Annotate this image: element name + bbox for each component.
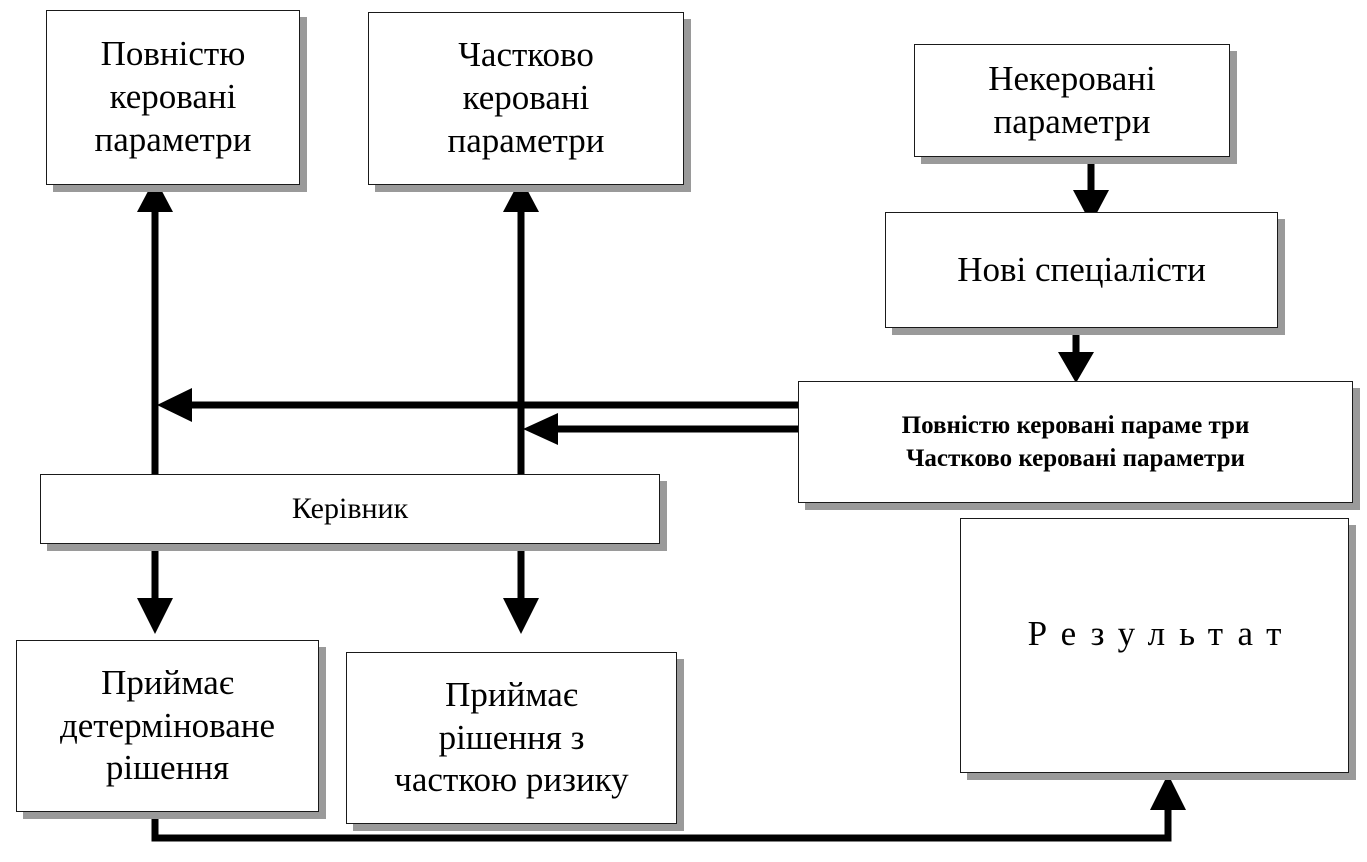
node-risk-decision-label: Приймає рішення з часткою ризику xyxy=(394,674,629,800)
edge-deterministic-result xyxy=(151,808,1172,842)
node-new-specialists: Нові спеціалісти xyxy=(885,212,1278,328)
node-partially-controlled-label: Частково керовані параметри xyxy=(447,35,605,160)
node-uncontrolled-params: Некеровані параметри xyxy=(914,44,1230,157)
node-fully-controlled-label: Повністю керовані параметри xyxy=(94,34,252,159)
node-result-label: Результат xyxy=(1027,614,1296,654)
arrowhead-up-fully-controlled xyxy=(137,178,173,212)
arrowhead-up-result xyxy=(1150,774,1186,810)
arrowhead-left-partially-controlled xyxy=(523,413,558,445)
node-risk-decision: Приймає рішення з часткою ризику xyxy=(346,652,677,824)
node-manager-label: Керівник xyxy=(291,491,409,525)
node-uncontrolled-label: Некеровані параметри xyxy=(988,58,1156,141)
node-combined-params: Повністю керовані параме три Частково ке… xyxy=(798,381,1353,503)
node-fully-controlled-params: Повністю керовані параметри xyxy=(46,10,300,185)
arrowhead-down-risk xyxy=(503,598,539,634)
arrowhead-up-partially-controlled xyxy=(503,178,539,212)
node-partially-controlled-params: Частково керовані параметри xyxy=(368,12,684,185)
arrowhead-down-deterministic xyxy=(137,598,173,634)
node-result: Результат xyxy=(960,518,1349,773)
node-combined-params-label: Повністю керовані параме три Частково ке… xyxy=(901,412,1250,472)
node-new-specialists-label: Нові спеціалісти xyxy=(957,249,1206,289)
node-deterministic-decision-label: Приймає детерміноване рішення xyxy=(59,662,276,788)
node-deterministic-decision: Приймає детерміноване рішення xyxy=(16,640,319,812)
node-manager: Керівник xyxy=(40,474,660,544)
arrowhead-left-fully-controlled xyxy=(157,388,192,422)
arrowhead-down-params xyxy=(1058,352,1094,383)
arrowhead-down-new-specialists xyxy=(1073,190,1109,224)
